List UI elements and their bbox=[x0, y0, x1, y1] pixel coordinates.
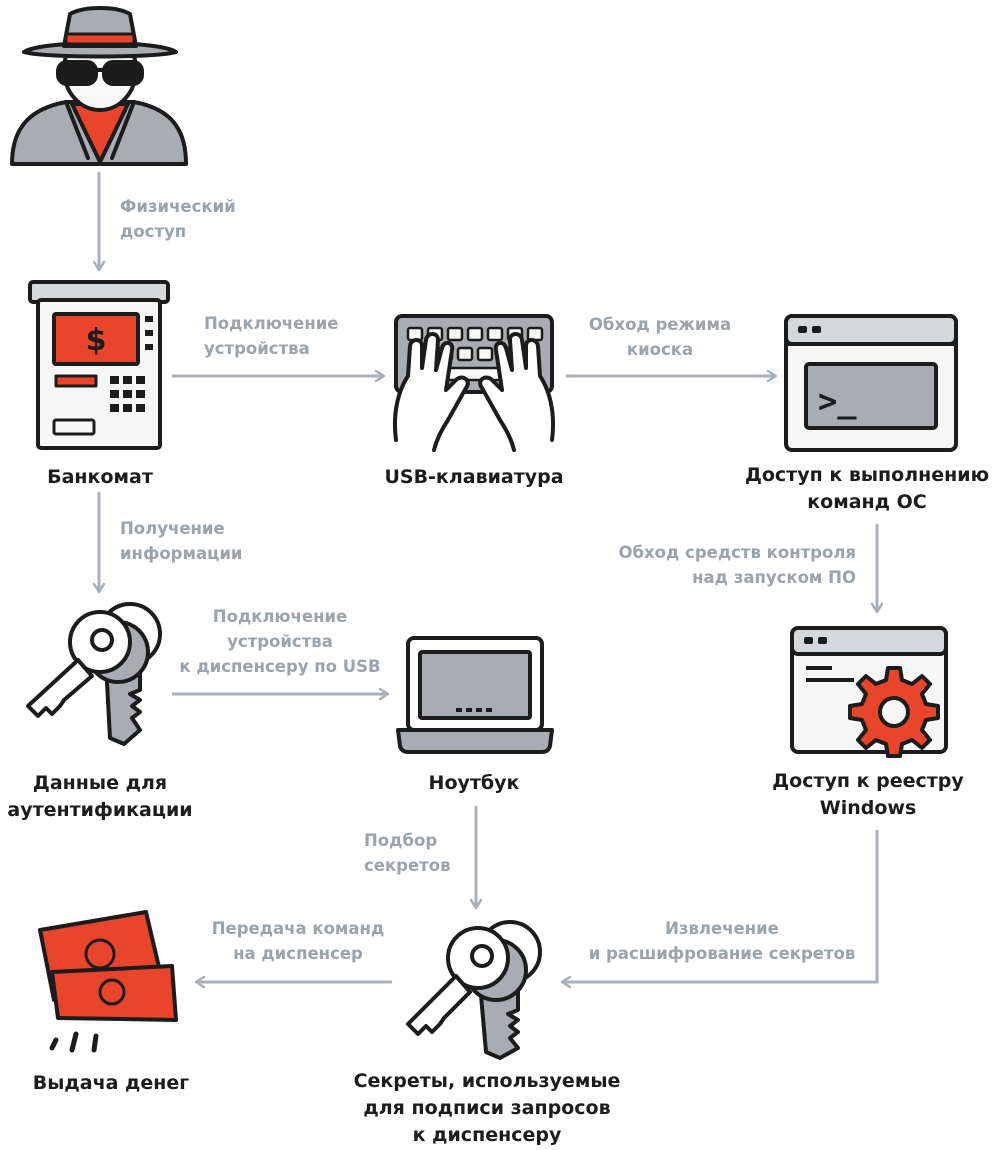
edge-label-line: устройства bbox=[204, 339, 310, 358]
node-label-line: для подписи запросов bbox=[363, 1097, 611, 1119]
node-label-line: Банкомат bbox=[47, 466, 153, 488]
node-label-registry: Доступ к реестру Windows bbox=[748, 768, 988, 822]
money-icon bbox=[38, 910, 178, 1053]
edge-label-line: Подключение bbox=[204, 314, 339, 333]
edge-label-usb: Подключение устройства к диспенсеру по U… bbox=[166, 604, 394, 679]
registry-icon bbox=[790, 626, 948, 758]
node-label-line: команд ОС bbox=[807, 491, 927, 513]
edge-label-line: Подключение bbox=[212, 607, 348, 626]
hacker-icon bbox=[10, 6, 188, 166]
edge-label-line: Передача команд bbox=[211, 919, 385, 938]
node-label-laptop: Ноутбук bbox=[374, 770, 574, 797]
node-label-line: Ноутбук bbox=[428, 772, 520, 794]
edge-label-line: доступ bbox=[120, 222, 187, 241]
node-label-line: аутентификации bbox=[7, 799, 193, 821]
node-label-secrets: Секреты, используемые для подписи запрос… bbox=[322, 1068, 652, 1149]
node-label-line: Выдача денег bbox=[32, 1072, 190, 1094]
arrow-registry-to-secrets bbox=[562, 830, 879, 982]
edge-label-line: устройства bbox=[227, 632, 333, 651]
node-label-line: к диспенсеру bbox=[412, 1124, 562, 1146]
edge-label-line: Подбор bbox=[364, 831, 438, 850]
secrets-keys-icon bbox=[406, 920, 542, 1060]
edge-label-line: на диспенсер bbox=[233, 944, 363, 963]
atm-icon: $ bbox=[28, 280, 170, 450]
edge-label-line: киоска bbox=[626, 340, 694, 359]
edge-label-info: Получение информации bbox=[120, 516, 242, 566]
edge-label-bruteforce: Подбор секретов bbox=[364, 828, 451, 878]
edge-label-line: секретов bbox=[364, 856, 451, 875]
edge-label-kiosk: Обход режима киоска bbox=[572, 312, 748, 362]
edge-label-extract: Извлечение и расшифрование секретов bbox=[572, 916, 872, 966]
terminal-icon: >_ bbox=[784, 314, 958, 452]
node-label-line: Windows bbox=[819, 797, 917, 819]
node-label-atm: Банкомат bbox=[0, 464, 200, 491]
node-label-line: Доступ к выполнению bbox=[744, 464, 990, 486]
edge-label-line: к диспенсеру по USB bbox=[179, 657, 381, 676]
auth-keys-icon bbox=[26, 602, 162, 746]
edge-label-line: Получение bbox=[120, 519, 225, 538]
edge-label-line: Физический bbox=[120, 197, 236, 216]
node-label-line: Данные для bbox=[32, 772, 168, 794]
edge-label-line: Обход средств контроля bbox=[618, 543, 856, 562]
edge-label-line: Обход режима bbox=[588, 315, 732, 334]
node-label-auth: Данные для аутентификации bbox=[0, 770, 200, 824]
node-label-money: Выдача денег bbox=[0, 1070, 222, 1097]
laptop-icon bbox=[396, 636, 554, 754]
edge-label-line: информации bbox=[120, 544, 243, 563]
terminal-prompt-glyph: >_ bbox=[818, 382, 857, 420]
edge-label-line: над запуском ПО bbox=[692, 568, 856, 587]
edge-label-control: Обход средств контроля над запуском ПО bbox=[618, 540, 856, 590]
edge-label-line: и расшифрование секретов bbox=[588, 944, 856, 963]
gear-icon bbox=[848, 666, 940, 758]
connectors bbox=[99, 172, 877, 982]
atm-screen-symbol: $ bbox=[86, 323, 107, 358]
edge-label-commands: Передача команд на диспенсер bbox=[198, 916, 398, 966]
node-label-keyboard: USB-клавиатура bbox=[364, 464, 584, 491]
keyboard-icon bbox=[392, 314, 556, 452]
node-label-terminal: Доступ к выполнению команд ОС bbox=[737, 462, 997, 516]
node-label-line: Секреты, используемые bbox=[353, 1070, 621, 1092]
node-label-line: USB-клавиатура bbox=[384, 466, 564, 488]
edge-label-physical: Физический доступ bbox=[120, 194, 236, 244]
edge-label-connect: Подключение устройства bbox=[204, 311, 338, 361]
node-label-line: Доступ к реестру bbox=[772, 770, 964, 792]
edge-label-line: Извлечение bbox=[665, 919, 779, 938]
